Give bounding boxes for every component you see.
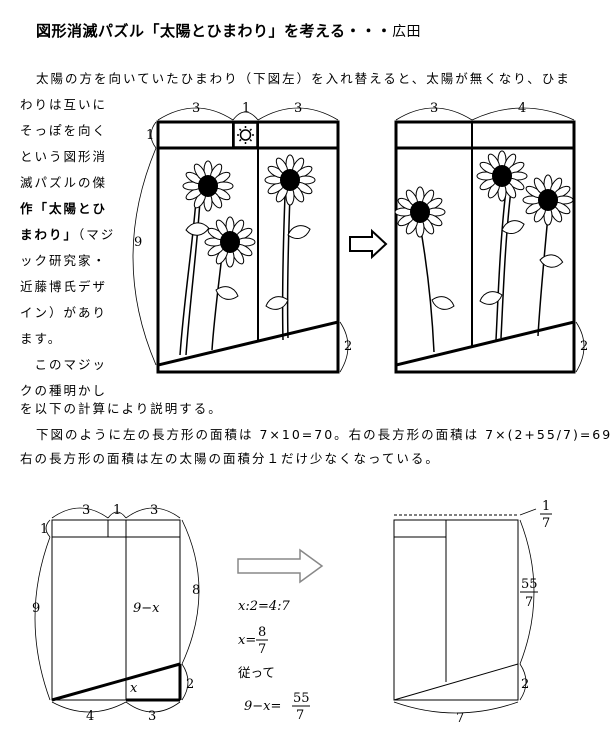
fraction-den: 7 bbox=[542, 516, 550, 531]
fraction-den: 7 bbox=[525, 595, 533, 610]
dim-label: 2 bbox=[580, 339, 588, 354]
page-title: 図形消滅パズル「太陽とひまわり」を考える・・・広田 bbox=[36, 20, 421, 41]
side-line-mixed: まわり」（マジ bbox=[20, 227, 116, 242]
fraction-den: 7 bbox=[296, 708, 304, 723]
equation: 従って bbox=[238, 665, 275, 680]
dim-label: 3 bbox=[148, 709, 156, 724]
dim-label: 3 bbox=[192, 101, 200, 116]
side-line: クの種明かし bbox=[20, 383, 108, 398]
fraction-num: 1 bbox=[542, 499, 550, 514]
area-line: 下図のように左の長方形の面積は 7×10=70。右の長方形の面積は 7×(2+5… bbox=[36, 427, 610, 442]
dim-label: 3 bbox=[430, 101, 438, 116]
dim-label: 3 bbox=[82, 503, 90, 518]
sunflower-icon bbox=[264, 154, 316, 341]
explain-line: を以下の計算により説明する。 bbox=[20, 401, 223, 416]
sunflower-puzzle-before bbox=[156, 120, 340, 374]
side-line: そっぽを向く bbox=[20, 123, 108, 138]
sunflower-icon bbox=[179, 160, 234, 356]
side-line: このマジッ bbox=[20, 357, 108, 372]
sunflower-puzzle-after bbox=[394, 120, 576, 374]
author-name: 広田 bbox=[392, 24, 422, 40]
title-text: 図形消滅パズル「太陽とひまわり」を考える・・・ bbox=[36, 22, 393, 40]
fraction-num: 55 bbox=[293, 691, 310, 706]
geometry-before bbox=[51, 519, 182, 702]
intro-line: 太陽の方を向いていたひまわり（下図左）を入れ替えると、太陽が無くなり、ひま bbox=[36, 71, 571, 86]
sunflower-icon bbox=[394, 186, 455, 353]
side-line: イン）があり bbox=[20, 305, 108, 320]
side-line: ます。 bbox=[20, 331, 63, 346]
dim-label: 1 bbox=[146, 128, 154, 143]
dim-label: 2 bbox=[186, 677, 194, 692]
dim-label: x bbox=[130, 681, 138, 696]
sun-icon bbox=[233, 122, 258, 148]
arrow-right-icon bbox=[237, 548, 324, 584]
dim-label: 3 bbox=[150, 503, 158, 518]
dim-label: 9 bbox=[134, 235, 142, 250]
side-paragraph: わりは互いに そっぽを向く という図形消 滅パズルの傑 作「太陽とひ まわり」（… bbox=[20, 92, 115, 404]
dim-label: 1 bbox=[113, 503, 121, 518]
dim-label: 8 bbox=[192, 583, 200, 598]
fraction-num: 55 bbox=[521, 577, 538, 592]
dim-label: 3 bbox=[294, 101, 302, 116]
equation: 9−x= bbox=[244, 699, 281, 714]
dim-label: 9−x bbox=[133, 601, 160, 616]
sunflower-icon bbox=[522, 174, 574, 337]
dim-label: 1 bbox=[242, 101, 250, 116]
side-line: 滅パズルの傑 bbox=[20, 175, 108, 190]
geometry-after bbox=[393, 514, 519, 701]
arrow-right-icon bbox=[349, 228, 388, 260]
side-line-bold: 作「太陽とひ bbox=[20, 201, 108, 216]
dim-label: 2 bbox=[344, 339, 352, 354]
equation: x:2=4:7 bbox=[238, 599, 291, 614]
equation: x= bbox=[238, 633, 256, 648]
side-line: わりは互いに bbox=[20, 97, 108, 112]
side-line: ック研究家・ bbox=[20, 253, 108, 268]
side-line: 近藤博氏デザ bbox=[20, 279, 108, 294]
dim-label: 9 bbox=[32, 601, 40, 616]
dim-label: 1 bbox=[40, 522, 48, 537]
sunflower-icon bbox=[204, 216, 256, 351]
side-line: という図形消 bbox=[20, 149, 108, 164]
fraction-den: 7 bbox=[258, 642, 266, 657]
sunflower-icon bbox=[476, 150, 528, 341]
dim-label: 4 bbox=[518, 101, 526, 116]
dim-label: 2 bbox=[521, 677, 529, 692]
fraction-num: 8 bbox=[258, 625, 266, 640]
dim-label: 4 bbox=[86, 709, 94, 724]
conclusion-line: 右の長方形の面積は左の太陽の面積分１だけ少なくなっている。 bbox=[20, 451, 440, 466]
dim-label: 7 bbox=[456, 711, 464, 726]
